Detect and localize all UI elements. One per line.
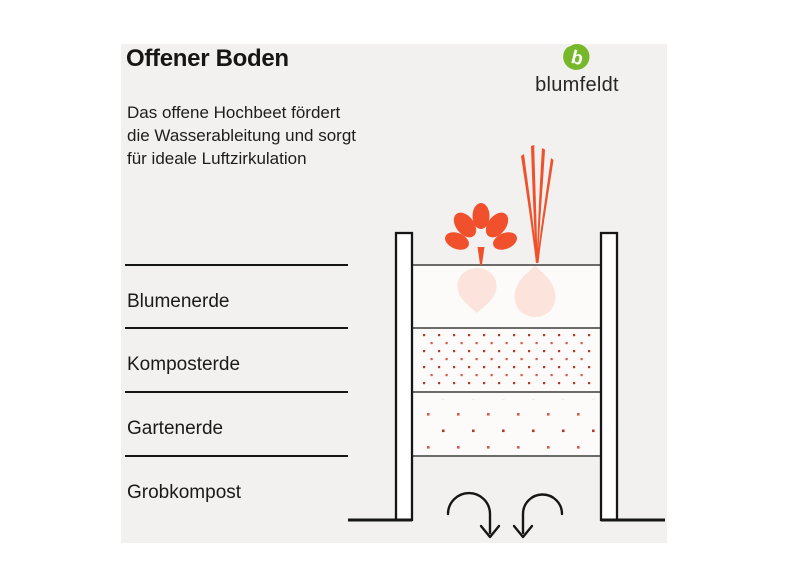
subtitle-line: Das offene Hochbeet fördert <box>127 103 341 122</box>
gartenerde-dots <box>418 399 595 450</box>
legend-item-blumenerde: Blumenerde <box>125 263 348 314</box>
legend-item-grobkompost: Grobkompost <box>125 454 348 505</box>
legend-divider <box>125 454 348 457</box>
roots <box>457 265 556 317</box>
soil-layer-legend: Blumenerde Komposterde Gartenerde Grobko… <box>125 44 348 543</box>
legend-label: Gartenerde <box>127 418 224 439</box>
komposterde-dots <box>418 333 595 386</box>
brand-wordmark: blumfeldt <box>535 74 619 96</box>
legend-divider <box>125 390 348 393</box>
drainage-arrows <box>446 491 564 539</box>
legend-label: Grobkompost <box>127 482 242 503</box>
subtitle-line: die Wasserableitung und sorgt <box>127 126 357 145</box>
drain-arrow-left <box>446 491 492 535</box>
drain-arrow-right <box>521 493 564 535</box>
legend-label: Blumenerde <box>127 291 230 312</box>
leaf-shape <box>563 44 590 70</box>
legend-label: Komposterde <box>127 354 241 375</box>
legend-divider <box>125 263 348 266</box>
legend-divider <box>125 326 348 329</box>
beet-root <box>457 268 497 313</box>
bed-layer-lines <box>413 264 600 457</box>
blumfeldt-leaf-icon: b <box>563 44 590 70</box>
drain-arrow-right-head <box>512 524 534 539</box>
logo-letter: b <box>569 47 585 70</box>
page-title: Offener Boden <box>126 45 289 72</box>
drain-arrow-left-head <box>479 524 501 539</box>
left-post <box>394 231 414 522</box>
legend-item-komposterde: Komposterde <box>125 326 348 377</box>
right-post <box>599 231 619 522</box>
bed-layer-backgrounds <box>413 266 600 455</box>
beet-stem <box>477 247 485 265</box>
beet-plant <box>445 203 517 265</box>
brand-logo: b blumfeldt <box>527 42 627 97</box>
subtitle-line: für ideale Luftzirkulation <box>127 149 307 168</box>
spring-onion-plant <box>521 145 554 263</box>
subtitle: Das offene Hochbeet fördert die Wasserab… <box>127 101 356 170</box>
content-panel: Offener Boden Das offene Hochbeet förder… <box>121 44 667 543</box>
legend-item-gartenerde: Gartenerde <box>125 390 348 441</box>
onion-bulb <box>514 265 556 317</box>
